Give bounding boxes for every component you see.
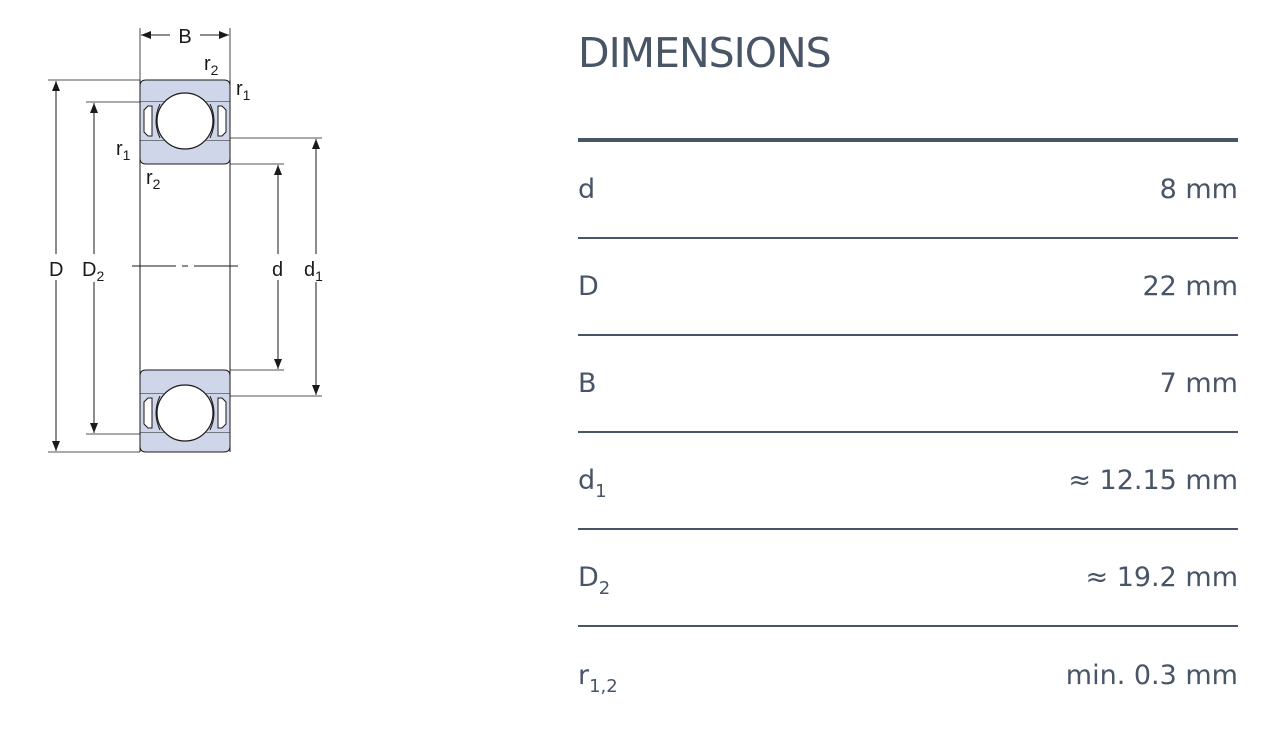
row-value: 8 mm bbox=[1159, 174, 1238, 205]
row-symbol: D bbox=[578, 271, 599, 302]
row-value: ≈ 19.2 mm bbox=[1085, 562, 1238, 593]
table-row: B 7 mm bbox=[578, 336, 1238, 433]
bottom-ring-section bbox=[139, 369, 231, 453]
row-value: 7 mm bbox=[1159, 368, 1238, 399]
table-row: r1,2 min. 0.3 mm bbox=[578, 627, 1238, 724]
dimension-lines bbox=[52, 31, 320, 451]
label-r1-right: r1 bbox=[236, 78, 251, 103]
row-symbol: d1 bbox=[578, 465, 607, 502]
row-value: 22 mm bbox=[1142, 271, 1238, 302]
label-d1: d1 bbox=[304, 259, 323, 284]
table-row: D 22 mm bbox=[578, 239, 1238, 336]
bearing-cross-section: B r2 r1 r1 r2 D D2 d d1 bbox=[48, 26, 323, 453]
table-row: d 8 mm bbox=[578, 142, 1238, 239]
table-row: D2 ≈ 19.2 mm bbox=[578, 530, 1238, 627]
bearing-drawing: B r2 r1 r1 r2 D D2 d d1 bbox=[0, 0, 560, 754]
label-b: B bbox=[178, 26, 191, 48]
dimensions-heading: DIMENSIONS bbox=[578, 29, 832, 77]
label-r2-bottom: r2 bbox=[146, 167, 161, 192]
row-symbol: D2 bbox=[578, 562, 611, 599]
top-ring-section bbox=[139, 79, 231, 165]
row-symbol: B bbox=[578, 368, 597, 399]
label-d-outer: D bbox=[49, 259, 63, 281]
dimensions-table: d 8 mm D 22 mm B 7 mm d1 ≈ 12.15 mm D2 ≈… bbox=[578, 138, 1238, 724]
row-value: min. 0.3 mm bbox=[1065, 660, 1238, 691]
extension-lines bbox=[48, 28, 322, 453]
label-r2-top: r2 bbox=[204, 53, 219, 78]
label-r1-left: r1 bbox=[116, 138, 131, 163]
row-symbol: r1,2 bbox=[578, 660, 618, 697]
row-symbol: d bbox=[578, 174, 596, 205]
row-value: ≈ 12.15 mm bbox=[1068, 465, 1238, 496]
label-d-bore: d bbox=[272, 259, 283, 281]
label-d2: D2 bbox=[82, 259, 104, 284]
table-row: d1 ≈ 12.15 mm bbox=[578, 433, 1238, 530]
